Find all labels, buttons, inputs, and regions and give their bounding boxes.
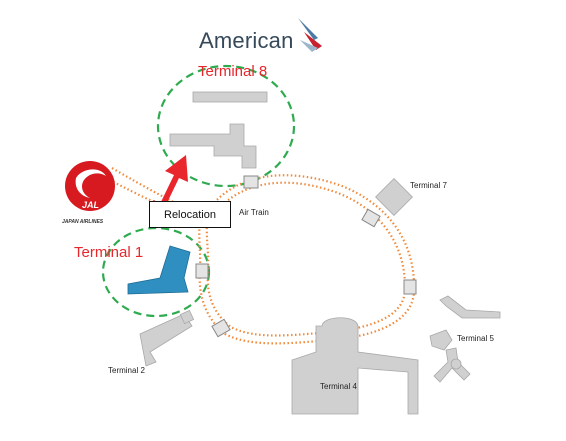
- air-train-track-inner: [205, 181, 407, 337]
- station-terminal-5: [403, 279, 417, 295]
- station-terminal-7: [361, 208, 381, 228]
- station-terminal-2: [211, 318, 231, 338]
- terminal-8-label: Terminal 8: [198, 63, 268, 80]
- station-terminal-8: [243, 175, 259, 189]
- terminal-8-building: [169, 91, 268, 169]
- relocation-label-box: Relocation: [149, 201, 231, 228]
- relocation-label: Relocation: [164, 208, 216, 221]
- jal-crane-logo-icon: JAL: [65, 161, 115, 211]
- jal-subtitle: JAPAN AIRLINES: [62, 219, 104, 225]
- terminal-1-building: [127, 245, 191, 295]
- air-train-label: Air Train: [239, 208, 269, 217]
- american-airlines-wordmark: American: [199, 28, 294, 53]
- terminal-4-building: [291, 317, 419, 415]
- terminal-1-highlight-circle: [101, 226, 211, 318]
- terminal-1-label: Terminal 1: [74, 244, 144, 261]
- terminal-2-building: [139, 309, 195, 367]
- air-train-track: [198, 174, 416, 345]
- air-train-spur-2: [111, 167, 207, 219]
- american-flight-symbol-icon: [298, 18, 322, 52]
- terminal-7-label: Terminal 7: [410, 181, 447, 190]
- air-train-stations: [195, 175, 417, 338]
- terminal-8-highlight-circle: [156, 64, 296, 188]
- svg-text:JAL: JAL: [82, 200, 99, 210]
- terminal-4-label: Terminal 4: [320, 382, 357, 391]
- terminal-5-building: [429, 295, 501, 383]
- terminal-2-label: Terminal 2: [108, 366, 145, 375]
- terminal-5-label: Terminal 5: [457, 334, 494, 343]
- terminal-7-building: [375, 178, 413, 216]
- station-terminal-1: [195, 263, 209, 279]
